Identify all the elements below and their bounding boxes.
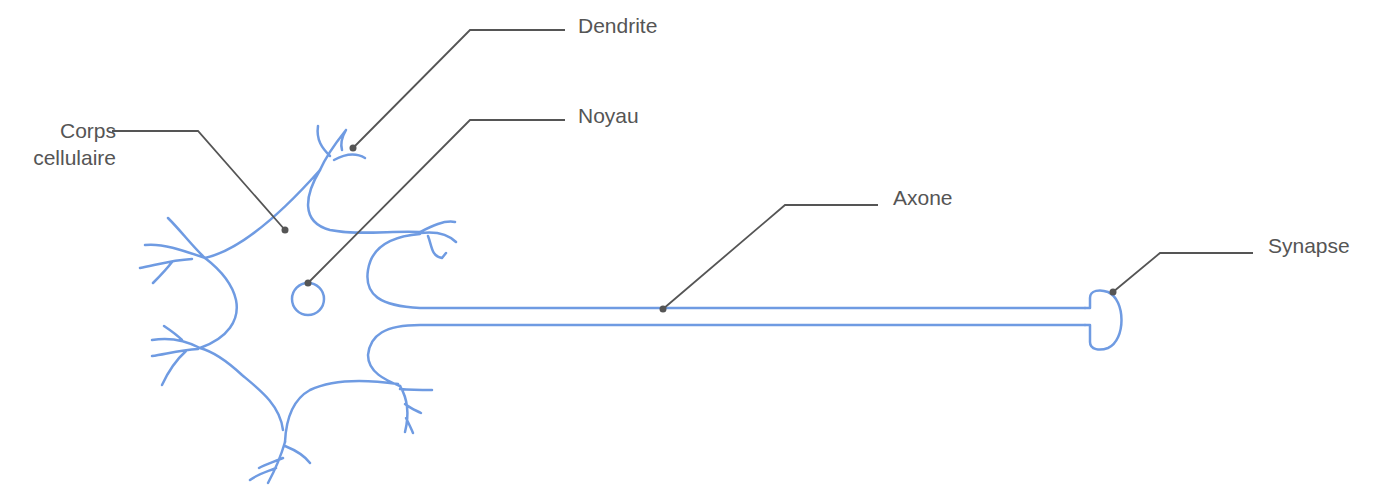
- part-label: Dendrite: [578, 12, 657, 39]
- leader-line: [1113, 253, 1253, 292]
- dendrite-branch: [400, 386, 432, 433]
- leader-dot: [1110, 289, 1117, 296]
- part-label: Axone: [893, 184, 953, 211]
- dendrite-branch: [318, 126, 365, 170]
- cell-outline: [200, 170, 1085, 442]
- dendrite-branch: [420, 222, 456, 258]
- part-label: Noyau: [578, 102, 639, 129]
- dendrite-branch: [140, 218, 205, 283]
- leader-dot: [305, 280, 312, 287]
- synapse-terminal: [1085, 290, 1122, 349]
- leader-dot: [282, 227, 289, 234]
- leader-line: [308, 120, 565, 283]
- neuron: [140, 126, 1122, 483]
- part-label: Synapse: [1268, 232, 1350, 259]
- leader-dot: [350, 145, 357, 152]
- nucleus: [292, 283, 324, 315]
- leader-line: [112, 131, 285, 230]
- leader-dots: [282, 145, 1117, 313]
- dendrite-branch: [250, 442, 310, 483]
- part-label: Corps cellulaire: [12, 117, 116, 171]
- leader-line: [663, 205, 878, 309]
- leader-lines: [112, 30, 1253, 309]
- dendrite-branch: [152, 326, 200, 385]
- leader-dot: [660, 306, 667, 313]
